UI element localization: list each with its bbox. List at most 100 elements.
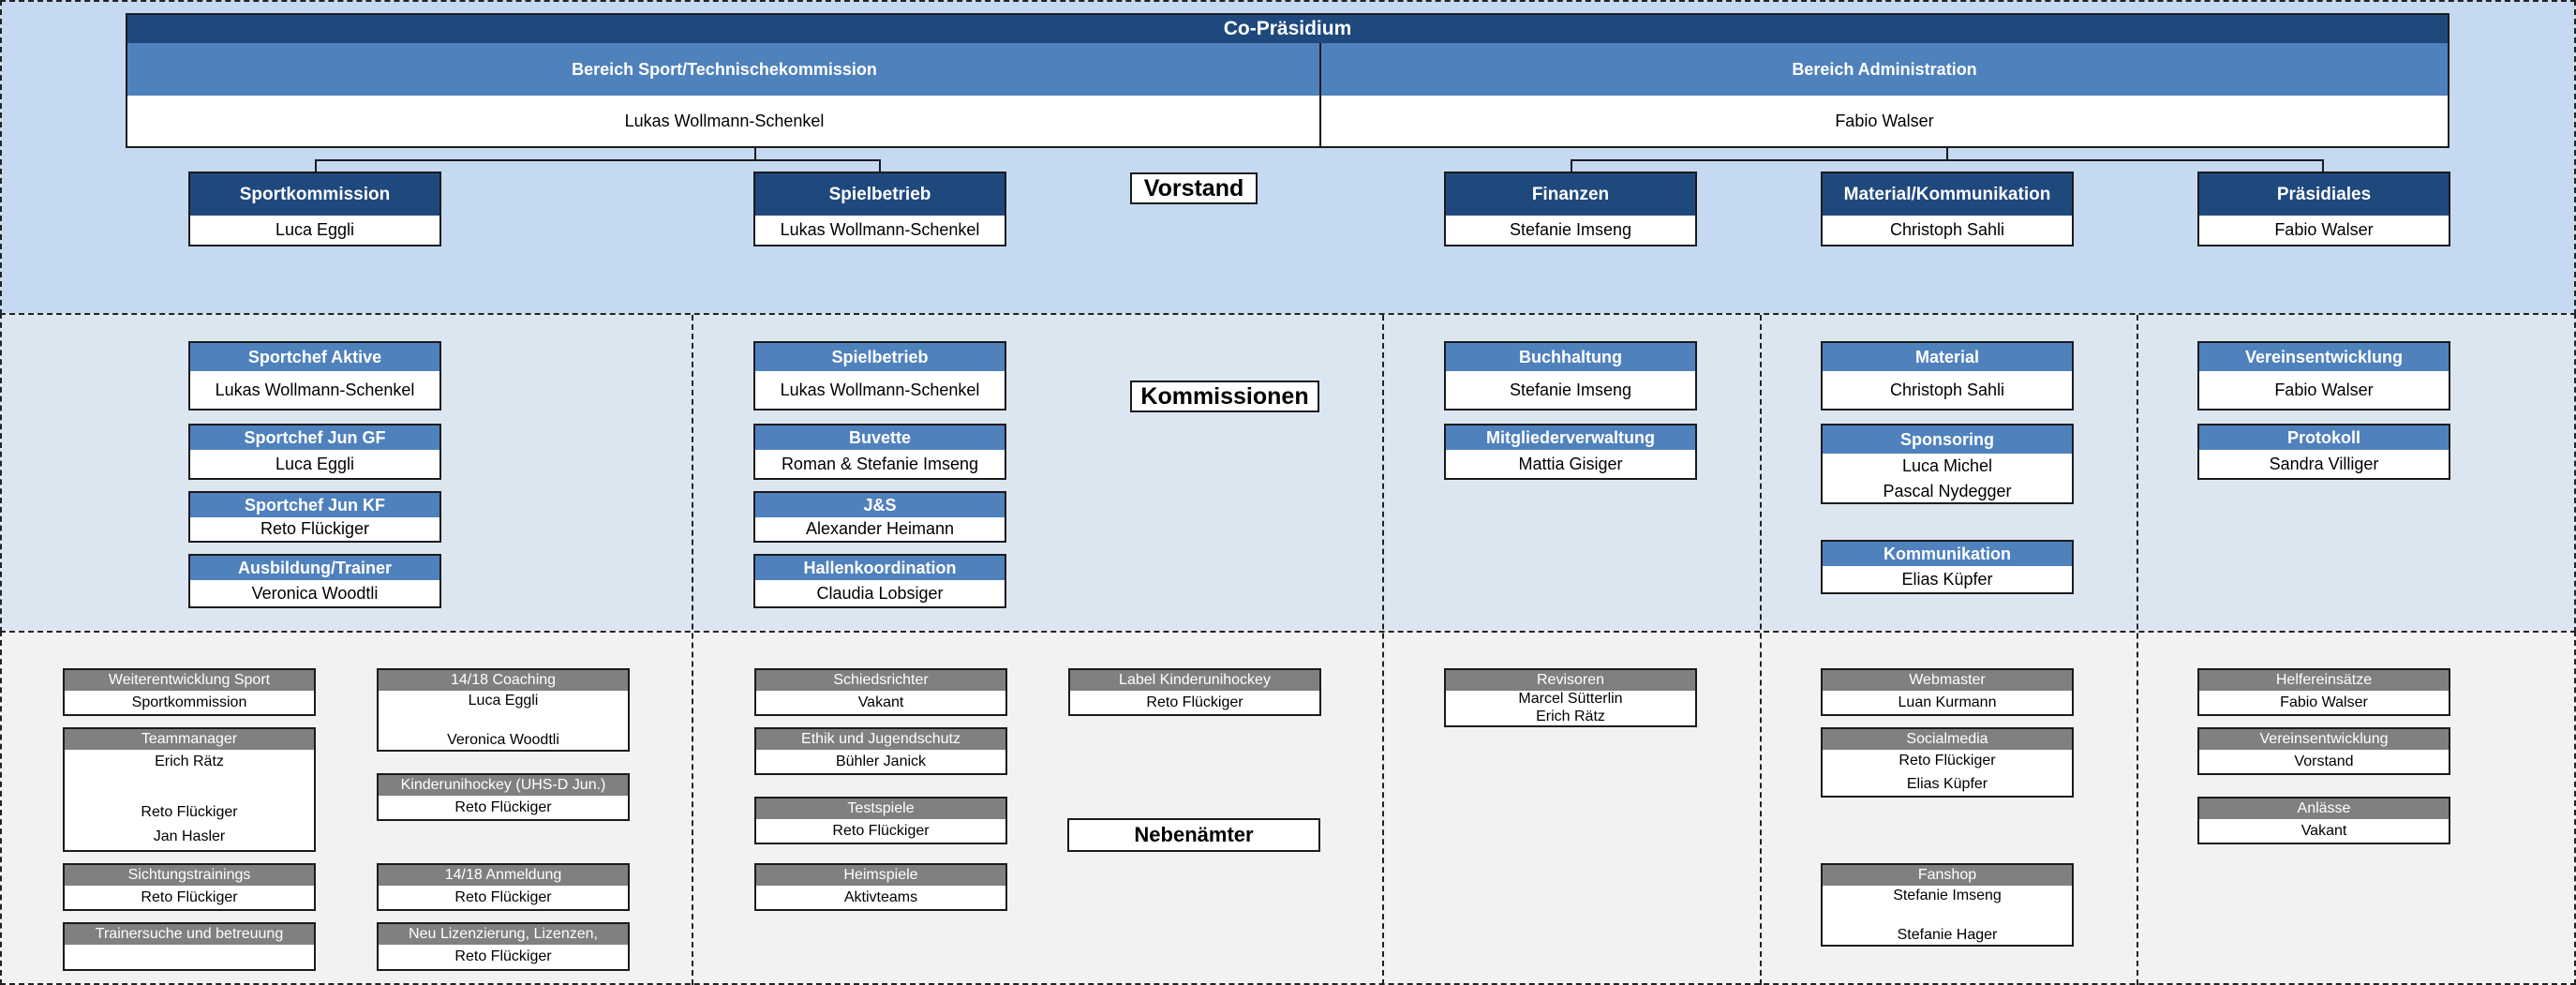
nebenaemter-title: Helfereinsätze: [2199, 670, 2449, 691]
kommissionen-person: Stefanie Imseng: [1509, 381, 1632, 399]
vorstand-title: Präsidiales: [2199, 173, 2449, 216]
kommissionen-person: Mattia Gisiger: [1518, 455, 1623, 473]
co-praesidium-title: Co-Präsidium: [127, 15, 2448, 43]
nebenaemter-title: Anlässe: [2199, 798, 2449, 819]
area-sport-title: Bereich Sport/Technischekommission: [127, 43, 1321, 96]
nebenaemter-person: Reto Flückiger: [1898, 753, 1996, 769]
nebenaemter-person: Elias Küpfer: [1906, 775, 1988, 792]
nebenaemter-person: [65, 945, 314, 969]
nebenaemter-person: Marcel Sütterlin: [1518, 691, 1623, 707]
kommissionen-person: Lukas Wollmann-Schenkel: [215, 381, 415, 399]
kommissionen-title: Protokoll: [2199, 425, 2449, 450]
kommissionen-title: Hallenkoordination: [755, 556, 1005, 580]
kommissionen-title: Sportchef Aktive: [190, 343, 439, 371]
vorstand-material-kommunikation: Material/Kommunikation Christoph Sahli: [1821, 172, 2074, 246]
connector-line: [1571, 159, 1572, 172]
kommissionen-person: Elias Küpfer: [1901, 570, 1993, 589]
kommissionen-person: Sandra Villiger: [2269, 455, 2379, 473]
vorstand-title: Material/Kommunikation: [1823, 173, 2072, 216]
nebenaemter-person: [1823, 905, 2072, 925]
kommissionen-title: Buchhaltung: [1446, 343, 1695, 371]
nebenaemter-title: 14/18 Coaching: [379, 670, 628, 691]
area-administration-person: Fabio Walser: [1835, 111, 1934, 130]
vorstand-person: Fabio Walser: [2274, 220, 2374, 239]
connector-line: [754, 146, 756, 159]
nebenaemter-title: Vereinsentwicklung: [2199, 729, 2449, 750]
nebenaemter-person: Aktivteams: [843, 889, 918, 905]
nebenaemter-person: Veronica Woodtli: [447, 732, 559, 748]
nebenaemter-person: Bühler Janick: [835, 754, 927, 769]
vorstand-person: Luca Eggli: [275, 220, 355, 239]
nebenaemter-person: Reto Flückiger: [1146, 694, 1243, 710]
nebenaemter-title: Weiterentwicklung Sport: [65, 670, 314, 691]
kommissionen-person: Roman & Stefanie Imseng: [781, 455, 979, 473]
column-divider: [1382, 315, 1384, 985]
nebenaemter-person: Erich Rätz: [1536, 708, 1605, 724]
area-divider: [1319, 43, 1321, 146]
area-administration-title: Bereich Administration: [1321, 43, 2448, 96]
kommissionen-person: Veronica Woodtli: [251, 584, 379, 603]
kommissionen-person: Christoph Sahli: [1889, 381, 2005, 399]
kommissionen-title: Sponsoring: [1823, 425, 2072, 454]
kommissionen-title: J&S: [755, 493, 1005, 517]
connector-line: [1571, 159, 2324, 161]
nebenaemter-person: Reto Flückiger: [454, 799, 552, 815]
kommissionen-title: Sportchef Jun KF: [190, 493, 439, 517]
nebenaemter-person: Reto Flückiger: [141, 803, 238, 820]
column-divider: [1760, 315, 1762, 985]
kommissionen-person: Fabio Walser: [2274, 381, 2374, 399]
nebenaemter-title: Schiedsrichter: [756, 670, 1005, 691]
kommissionen-title: Vereinsentwicklung: [2199, 343, 2449, 371]
nebenaemter-title: Neu Lizenzierung, Lizenzen,: [379, 924, 628, 945]
nebenaemter-title: Testspiele: [756, 798, 1005, 819]
kommissionen-title: Spielbetrieb: [755, 343, 1005, 371]
nebenaemter-title: Label Kinderunihockey: [1070, 670, 1319, 691]
nebenaemter-title: Socialmedia: [1823, 729, 2072, 750]
connector-line: [315, 159, 881, 161]
column-divider: [692, 315, 693, 985]
vorstand-title: Sportkommission: [190, 173, 439, 216]
vorstand-finanzen: Finanzen Stefanie Imseng: [1444, 172, 1697, 246]
nebenaemter-person: Erich Rätz: [155, 754, 224, 769]
nebenaemter-person: Jan Hasler: [153, 828, 226, 845]
kommissionen-title: Kommunikation: [1823, 542, 2072, 566]
column-divider: [2137, 315, 2138, 985]
vorstand-person: Stefanie Imseng: [1509, 220, 1632, 239]
nebenaemter-title: Webmaster: [1823, 670, 2072, 691]
kommissionen-person: Reto Flückiger: [260, 519, 370, 538]
nebenaemter-title: Trainersuche und betreuung: [65, 924, 314, 945]
nebenaemter-person: [379, 710, 628, 730]
nebenaemter-title: Heimspiele: [756, 865, 1005, 886]
nebenaemter-title: 14/18 Anmeldung: [379, 865, 628, 886]
nebenaemter-title: Fanshop: [1823, 865, 2072, 886]
nebenaemter-person: Fabio Walser: [2280, 694, 2368, 710]
nebenaemter-person: Sportkommission: [131, 694, 247, 710]
nebenaemter-title: Revisoren: [1446, 670, 1695, 691]
kommissionen-title: Ausbildung/Trainer: [190, 556, 439, 580]
vorstand-title: Spielbetrieb: [755, 173, 1005, 216]
nebenaemter-title: Teammanager: [65, 729, 314, 750]
area-sport-person: Lukas Wollmann-Schenkel: [624, 111, 825, 130]
nebenaemter-box: Trainersuche und betreuung: [63, 922, 316, 971]
nebenaemter-box: Neu Lizenzierung, Lizenzen, Reto Flückige…: [377, 922, 630, 971]
nebenaemter-person: Reto Flückiger: [454, 948, 552, 964]
